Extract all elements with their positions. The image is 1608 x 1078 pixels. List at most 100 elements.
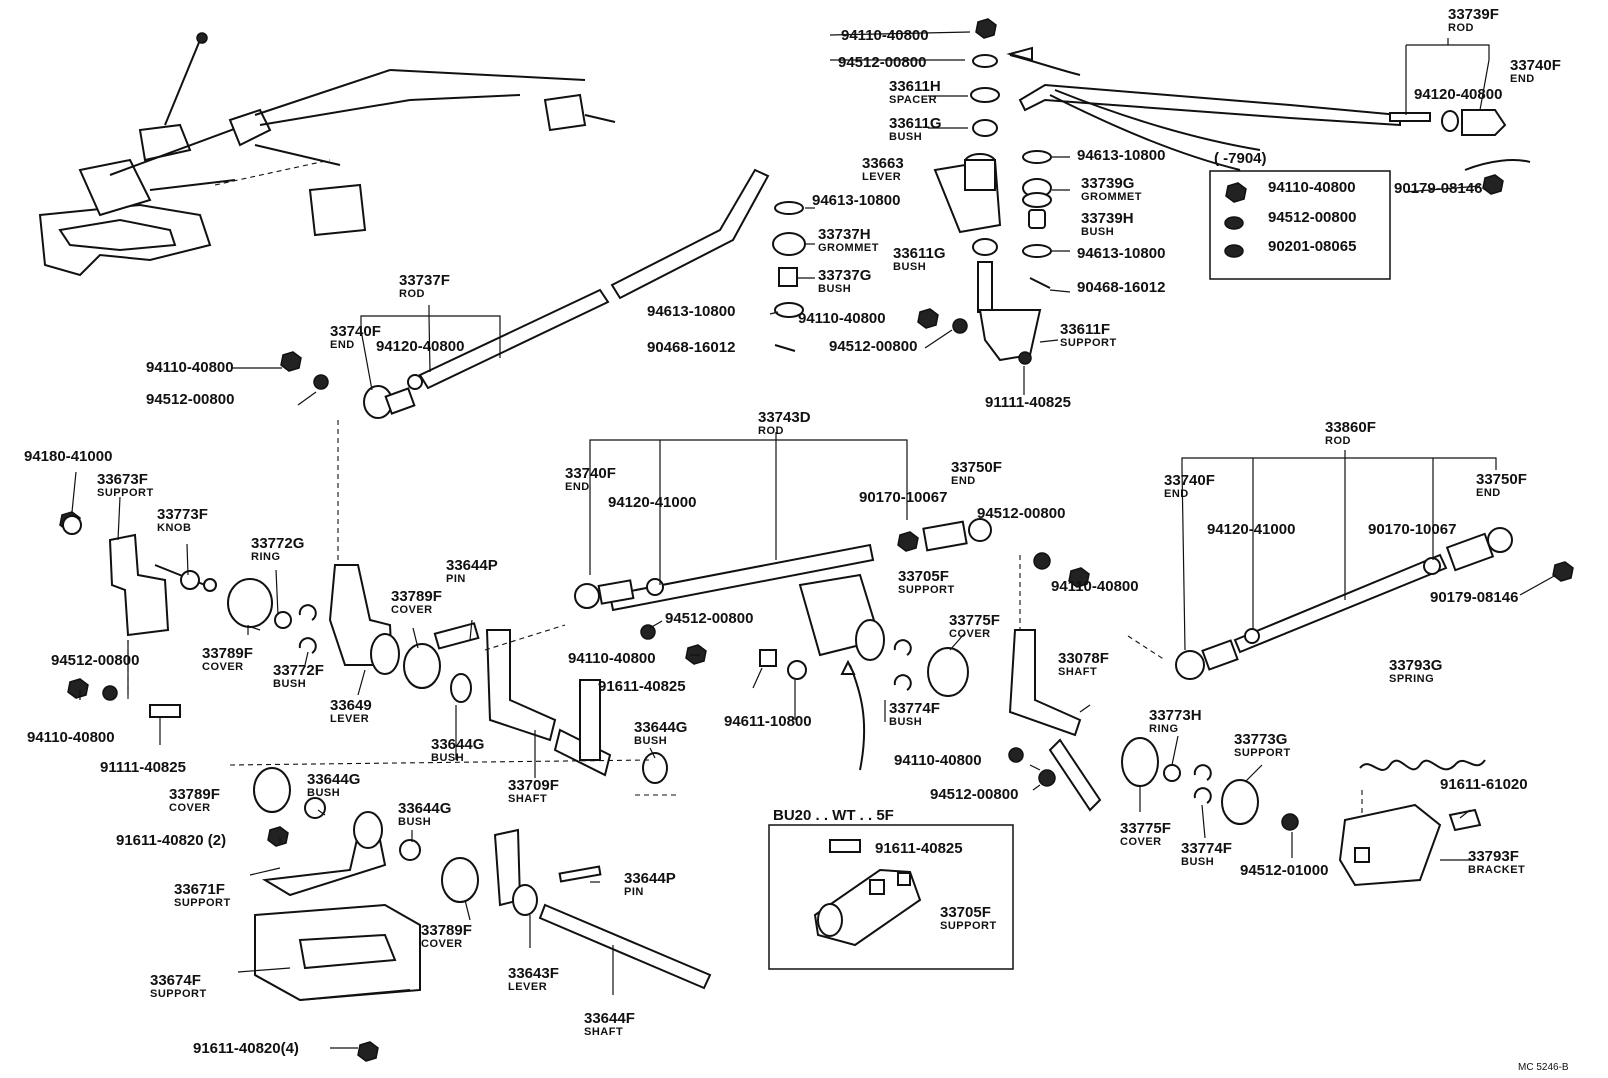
part-number-94512-00800: 94512-00800 — [665, 610, 753, 627]
part-number-94613-10800: 94613-10800 — [1077, 245, 1165, 262]
part-number-33774f: 33774F — [889, 700, 940, 717]
part-number-94110-40800: 94110-40800 — [841, 27, 929, 44]
part-name-rod: ROD — [1448, 22, 1474, 34]
part-number-33663: 33663 — [862, 155, 904, 172]
part-name-bush: BUSH — [1081, 226, 1114, 238]
part-name-rod: ROD — [1325, 435, 1351, 447]
part-name-lever: LEVER — [330, 713, 369, 725]
part-name-knob: KNOB — [157, 522, 191, 534]
part-name-bracket: BRACKET — [1468, 864, 1525, 876]
part-number-94512-00800: 94512-00800 — [930, 786, 1018, 803]
part-name-bush: BUSH — [1181, 856, 1214, 868]
center-cluster-drawing — [759, 573, 1102, 812]
part-name-end: END — [330, 339, 355, 351]
part-name-shaft: SHAFT — [1058, 666, 1097, 678]
part-number-33671f: 33671F — [174, 881, 225, 898]
part-number-94120-41000: 94120-41000 — [608, 494, 696, 511]
part-name-support: SUPPORT — [150, 988, 207, 1000]
left-lever-cluster-drawing — [59, 511, 680, 796]
part-name-bush: BUSH — [273, 678, 306, 690]
part-number-33750f: 33750F — [1476, 471, 1527, 488]
part-number-94611-10800: 94611-10800 — [724, 713, 812, 730]
part-number-94120-40800: 94120-40800 — [1414, 86, 1502, 103]
part-number-90468-16012: 90468-16012 — [1077, 279, 1165, 296]
part-number-33793g: 33793G — [1389, 657, 1442, 674]
part-number-33644g: 33644G — [634, 719, 687, 736]
part-number-90468-16012: 90468-16012 — [647, 339, 735, 356]
part-name-support: SUPPORT — [940, 920, 997, 932]
part-number-94110-40800: 94110-40800 — [568, 650, 656, 667]
part-number-33739f: 33739F — [1448, 6, 1499, 23]
rod-33860f-drawing — [1127, 527, 1574, 680]
part-number-33773h: 33773H — [1149, 707, 1202, 724]
part-number-94512-01000: 94512-01000 — [1240, 862, 1328, 879]
part-number-33737g: 33737G — [818, 267, 871, 284]
part-number-33773g: 33773G — [1234, 731, 1287, 748]
part-number-33743d: 33743D — [758, 409, 811, 426]
part-name-end: END — [1476, 487, 1501, 499]
part-name-bush: BUSH — [431, 752, 464, 764]
part-number-33611g: 33611G — [889, 115, 942, 132]
part-name-bush: BUSH — [889, 131, 922, 143]
part-number-90170-10067: 90170-10067 — [1368, 521, 1456, 538]
part-number-33773f: 33773F — [157, 506, 208, 523]
part-name-ring: RING — [251, 551, 281, 563]
part-name-cover: COVER — [1120, 836, 1162, 848]
part-number-33774f: 33774F — [1181, 840, 1232, 857]
part-number-94110-40800: 94110-40800 — [894, 752, 982, 769]
part-number-33649: 33649 — [330, 697, 372, 714]
part-number-91611-61020: 91611-61020 — [1440, 776, 1528, 793]
part-number-94613-10800: 94613-10800 — [1077, 147, 1165, 164]
part-number-33775f: 33775F — [1120, 820, 1171, 837]
part-number-33611g: 33611G — [893, 245, 946, 262]
part-name-pin: PIN — [624, 886, 644, 898]
part-name-bush: BUSH — [818, 283, 851, 295]
part-number-33644g: 33644G — [307, 771, 360, 788]
part-number-33611f: 33611F — [1060, 321, 1110, 338]
part-number-33644g: 33644G — [398, 800, 451, 817]
variant-inset-box — [768, 824, 1014, 970]
part-number-33644g: 33644G — [431, 736, 484, 753]
part-number-33740f: 33740F — [1164, 472, 1215, 489]
part-number-94512-00800: 94512-00800 — [977, 505, 1065, 522]
part-number-33611h: 33611H — [889, 78, 941, 95]
part-number-33793f: 33793F — [1468, 848, 1519, 865]
part-number-33789f: 33789F — [169, 786, 220, 803]
part-number-33789f: 33789F — [421, 922, 472, 939]
part-number-90179-08146: 90179-08146 — [1430, 589, 1518, 606]
part-name-end: END — [565, 481, 590, 493]
date-range-box — [1209, 170, 1391, 280]
part-number-91111-40825: 91111-40825 — [100, 759, 186, 776]
part-number-94110-40800: 94110-40800 — [798, 310, 886, 327]
part-name-bush: BUSH — [634, 735, 667, 747]
leader-brackets — [71, 31, 1557, 1049]
shifter-assembly-overview — [38, 32, 616, 277]
part-name-spacer: SPACER — [889, 94, 937, 106]
inset-variant-label: BU20 . . WT . . 5F — [773, 807, 894, 824]
part-number-33789f: 33789F — [391, 588, 442, 605]
lower-left-cluster-drawing — [253, 767, 712, 1062]
part-number-94110-40800: 94110-40800 — [1268, 179, 1356, 196]
part-number-33737h: 33737H — [818, 226, 871, 243]
part-number-33644p: 33644P — [446, 557, 498, 574]
upper-right-linkage-drawing — [772, 18, 1531, 365]
part-number-33739h: 33739H — [1081, 210, 1134, 227]
part-number-94512-00800: 94512-00800 — [838, 54, 926, 71]
part-number-33789f: 33789F — [202, 645, 253, 662]
part-number-33750f: 33750F — [951, 459, 1002, 476]
part-number-33078f: 33078F — [1058, 650, 1109, 667]
part-number-33674f: 33674F — [150, 972, 201, 989]
part-name-cover: COVER — [202, 661, 244, 673]
part-name-rod: ROD — [399, 288, 425, 300]
part-number-90179-08146: 90179-08146 — [1394, 180, 1482, 197]
part-number-33644f: 33644F — [584, 1010, 635, 1027]
part-number-33772f: 33772F — [273, 662, 324, 679]
part-number-33775f: 33775F — [949, 612, 1000, 629]
part-name-grommet: GROMMET — [818, 242, 879, 254]
part-name-cover: COVER — [391, 604, 433, 616]
part-number-94512-00800: 94512-00800 — [829, 338, 917, 355]
part-name-bush: BUSH — [307, 787, 340, 799]
part-number-94512-00800: 94512-00800 — [1268, 209, 1356, 226]
part-number-94110-40800: 94110-40800 — [27, 729, 115, 746]
